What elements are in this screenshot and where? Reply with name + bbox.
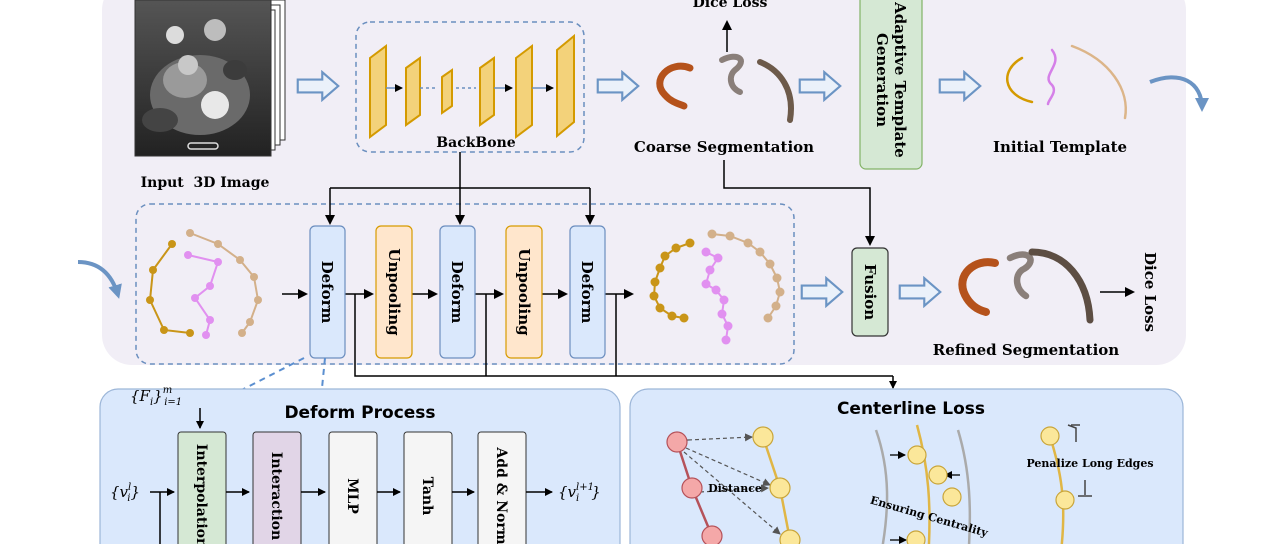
step-box-tanh (403, 431, 453, 544)
long-edges-illustration (1040, 424, 1092, 544)
unpooling-box-2 (505, 225, 543, 359)
deform-box-1 (309, 225, 346, 359)
step-box-interpolation (177, 431, 227, 544)
step-box-mlp (328, 431, 378, 544)
long-edges-label: Penalize Long Edges (1026, 457, 1153, 470)
unpooling-box-1 (375, 225, 413, 359)
deform-label-3: Deform (578, 261, 596, 324)
distance-illustration (666, 426, 801, 544)
dice-loss-top-label: Dice Loss (693, 0, 768, 11)
template-gen-line2: Generation (873, 33, 891, 127)
backbone-label: BackBone (436, 135, 515, 151)
centerline-loss-title: Centerline Loss (837, 399, 985, 419)
curve-arrow-left (77, 260, 122, 299)
centerline-connectors (354, 294, 897, 389)
fusion-label: Fusion (861, 264, 879, 320)
distance-label: Distance (708, 482, 762, 495)
output-mesh-graph (649, 229, 785, 345)
step-label-interpolation: Interpolation (193, 444, 209, 544)
input-ct-image (134, 0, 286, 157)
centerline-loss-panel (629, 388, 1184, 544)
unpooling-label-2: Unpooling (515, 248, 533, 336)
coarse-segmentation-image (656, 53, 794, 123)
deform-label-1: Deform (318, 261, 336, 324)
step-label-interaction: Interaction (268, 452, 284, 540)
deform-box-3 (569, 225, 606, 359)
step-box-add-norm (477, 431, 527, 544)
unpooling-label-1: Unpooling (385, 248, 403, 336)
coarse-to-fusion-connector (723, 160, 875, 246)
step-label-add-norm: Add & Norm (493, 446, 509, 544)
refined-segmentation-label: Refined Segmentation (933, 341, 1120, 359)
deform-box-2 (439, 225, 476, 359)
deformation-box (135, 203, 795, 365)
deform-process-title: Deform Process (284, 403, 435, 423)
initial-template-image (1006, 44, 1127, 120)
input-mesh-graph (146, 229, 262, 339)
step-label-mlp: MLP (344, 478, 360, 514)
centrality-illustration (874, 424, 972, 544)
backbone-box (355, 21, 585, 153)
step-label-tanh: Tanh (419, 477, 435, 516)
initial-template-label: Initial Template (993, 138, 1127, 156)
refined-segmentation-image (958, 248, 1094, 324)
input-image-label: Input 3D Image (141, 175, 270, 191)
dice-loss-right-label: Dice Loss (1141, 252, 1159, 332)
deform-label-2: Deform (448, 261, 466, 324)
coarse-segmentation-label: Coarse Segmentation (634, 138, 814, 156)
step-box-interaction (252, 431, 302, 544)
backbone-layers (369, 33, 575, 139)
backbone-connectors (325, 152, 595, 225)
fusion-box (851, 247, 889, 337)
template-gen-line1: Adaptive Template (891, 1, 909, 158)
curve-arrow-right (1149, 75, 1209, 112)
adaptive-template-box (859, 0, 923, 170)
